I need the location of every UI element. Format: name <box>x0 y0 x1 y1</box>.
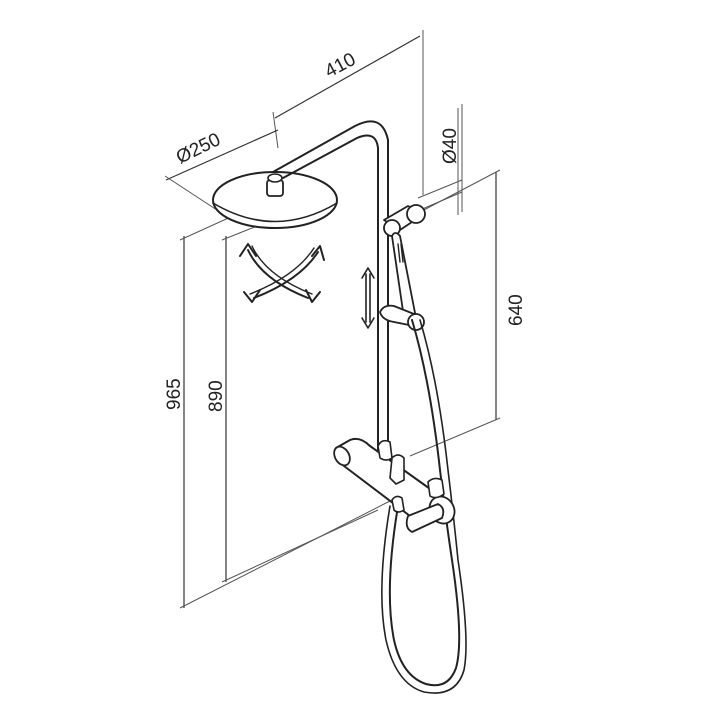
riser-pipe <box>272 120 389 459</box>
dim-250-ext-left <box>164 175 221 213</box>
dim-640-ext-bottom <box>409 417 501 457</box>
swivel-arrow-a-inner <box>251 245 313 295</box>
slider-knob <box>407 313 425 331</box>
height-arrow-up <box>361 267 375 279</box>
dimension-labels: 410 Ø250 Ø40 640 965 890 <box>164 49 527 412</box>
thermostatic-mixer <box>333 437 456 533</box>
mixer-left-cap <box>333 445 351 467</box>
swivel-arrowhead-d <box>305 289 321 303</box>
swivel-arrowhead-a <box>239 243 257 257</box>
mixer-right-connector <box>427 477 445 499</box>
mixer-left-connector <box>377 439 393 461</box>
riser-pipe-inner <box>282 134 379 459</box>
dim-label-40: Ø40 <box>440 128 461 164</box>
dim-label-250: Ø250 <box>173 129 224 168</box>
shower-head <box>212 171 338 229</box>
hand-shower-nozzle-2 <box>400 243 404 263</box>
hose <box>381 319 467 694</box>
swivel-arrowhead-b <box>311 245 325 261</box>
height-adjust-arrow-icon <box>361 267 375 329</box>
hand-shower-nozzle <box>397 243 401 263</box>
dim-965-ext-bottom <box>179 499 393 609</box>
dim-250-line <box>165 129 279 181</box>
shower-head-rim <box>212 202 338 223</box>
height-arrow-down <box>361 317 375 329</box>
dim-40-tick-a <box>417 179 463 199</box>
dim-label-640: 640 <box>506 294 527 326</box>
hose-outlet <box>391 495 405 513</box>
dim-label-965: 965 <box>164 378 185 410</box>
dim-label-890: 890 <box>206 380 227 412</box>
upper-bracket-knob <box>406 204 426 224</box>
head-swivel-arrows-icon <box>239 243 325 303</box>
bath-spout <box>405 503 445 533</box>
dim-410-line <box>274 35 421 119</box>
swivel-arrow-b-inner <box>249 247 315 295</box>
riser-pipe-outer <box>272 120 389 459</box>
dim-label-410: 410 <box>321 49 359 82</box>
dim-410-ext-left <box>272 111 279 149</box>
dim-890-ext-bottom <box>221 509 379 583</box>
dim-640-ext-top <box>419 169 501 213</box>
hose-inner <box>381 319 467 694</box>
swivel-arrow-b <box>253 251 319 299</box>
swivel-arrow-a <box>247 249 309 299</box>
slider <box>379 304 425 331</box>
shower-head-nut <box>267 173 283 183</box>
upper-bracket <box>383 204 426 237</box>
mixer-riser-socket <box>389 454 405 485</box>
hose-outer <box>388 319 461 687</box>
swivel-arrowhead-c <box>243 289 261 303</box>
